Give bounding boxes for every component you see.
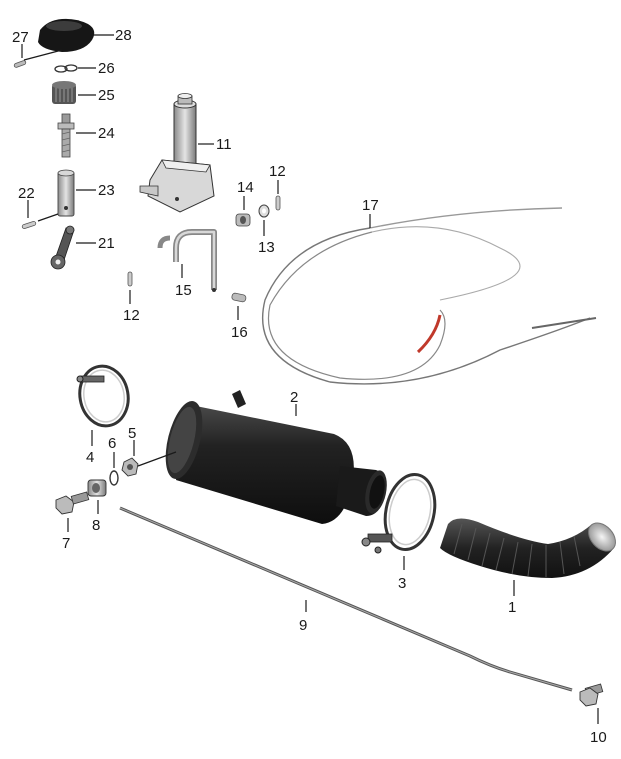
pin-part-27 — [13, 60, 27, 68]
part-label-7: 7 — [62, 535, 70, 552]
part-label-13: 13 — [258, 239, 275, 256]
pin-part-12-upper — [275, 195, 281, 211]
part-label-8: 8 — [92, 517, 100, 534]
pin-part-22 — [21, 221, 37, 229]
nipple-part-14 — [235, 213, 251, 227]
part-label-15: 15 — [175, 282, 192, 299]
part-label-21: 21 — [98, 235, 115, 252]
part-label-14: 14 — [237, 179, 254, 196]
support-rod-part-9 — [119, 506, 573, 692]
lever-part-21 — [50, 225, 75, 270]
washer-part-13 — [258, 204, 270, 218]
hose-clamp-part-4 — [76, 364, 130, 428]
flexible-hose-part-1 — [440, 518, 616, 578]
part-label-5: 5 — [128, 425, 136, 442]
air-cleaner-body-part-2 — [165, 390, 387, 524]
bolt-part-7 — [55, 491, 90, 515]
part-label-4: 4 — [86, 449, 94, 466]
bent-rod-part-15 — [157, 229, 217, 292]
washers-part-26 — [54, 64, 78, 73]
part-label-1: 1 — [508, 599, 516, 616]
cap-knob-part-28 — [38, 18, 95, 52]
bracket-tube-part-11 — [139, 93, 215, 213]
part-label-12-upper: 12 — [269, 163, 286, 180]
part-label-16: 16 — [231, 324, 248, 341]
part-label-12-lower: 12 — [123, 307, 140, 324]
threaded-stud-part-24 — [57, 113, 75, 158]
sleeve-nut-part-8 — [87, 479, 107, 497]
hose-clamp-part-3 — [361, 472, 437, 554]
part-label-11: 11 — [216, 136, 232, 153]
lock-washer-part-6 — [109, 470, 119, 486]
knurled-nut-part-25 — [52, 81, 76, 104]
part-label-9: 9 — [299, 617, 307, 634]
part-label-22: 22 — [18, 185, 35, 202]
part-label-10: 10 — [590, 729, 607, 746]
part-label-17: 17 — [362, 197, 379, 214]
part-label-3: 3 — [398, 575, 406, 592]
part-label-26: 26 — [98, 60, 115, 77]
part-label-23: 23 — [98, 182, 115, 199]
pin-part-16 — [231, 292, 247, 303]
pin-part-12-lower — [127, 271, 133, 287]
part-label-24: 24 — [98, 125, 115, 142]
part-label-27: 27 — [12, 29, 29, 46]
sleeve-part-23 — [57, 169, 75, 217]
part-label-25: 25 — [98, 87, 115, 104]
cable-part-17 — [261, 207, 597, 385]
part-label-6: 6 — [108, 435, 116, 452]
part-label-28: 28 — [115, 27, 132, 44]
part-label-2: 2 — [290, 389, 298, 406]
nut-part-5 — [121, 457, 139, 477]
bolt-part-10 — [579, 683, 604, 707]
